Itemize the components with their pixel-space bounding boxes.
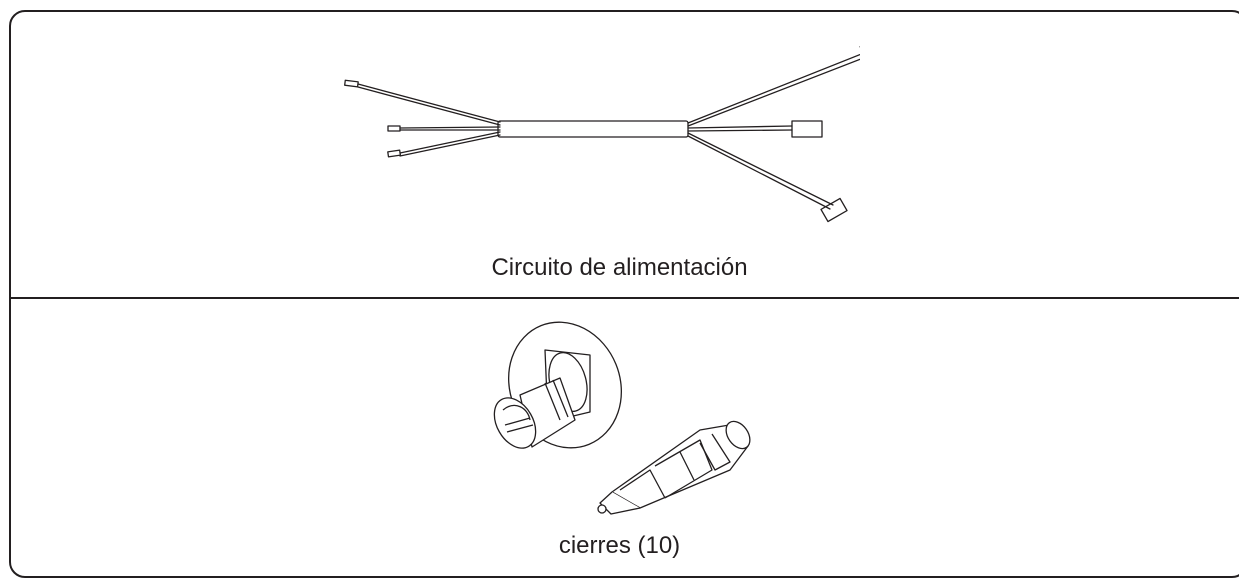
fastener-icon xyxy=(493,321,751,515)
wiring-harness-icon xyxy=(344,38,860,223)
harness-caption: Circuito de alimentación xyxy=(491,254,748,281)
section-divider xyxy=(9,297,1239,299)
fasteners-caption: cierres (10) xyxy=(558,532,681,559)
